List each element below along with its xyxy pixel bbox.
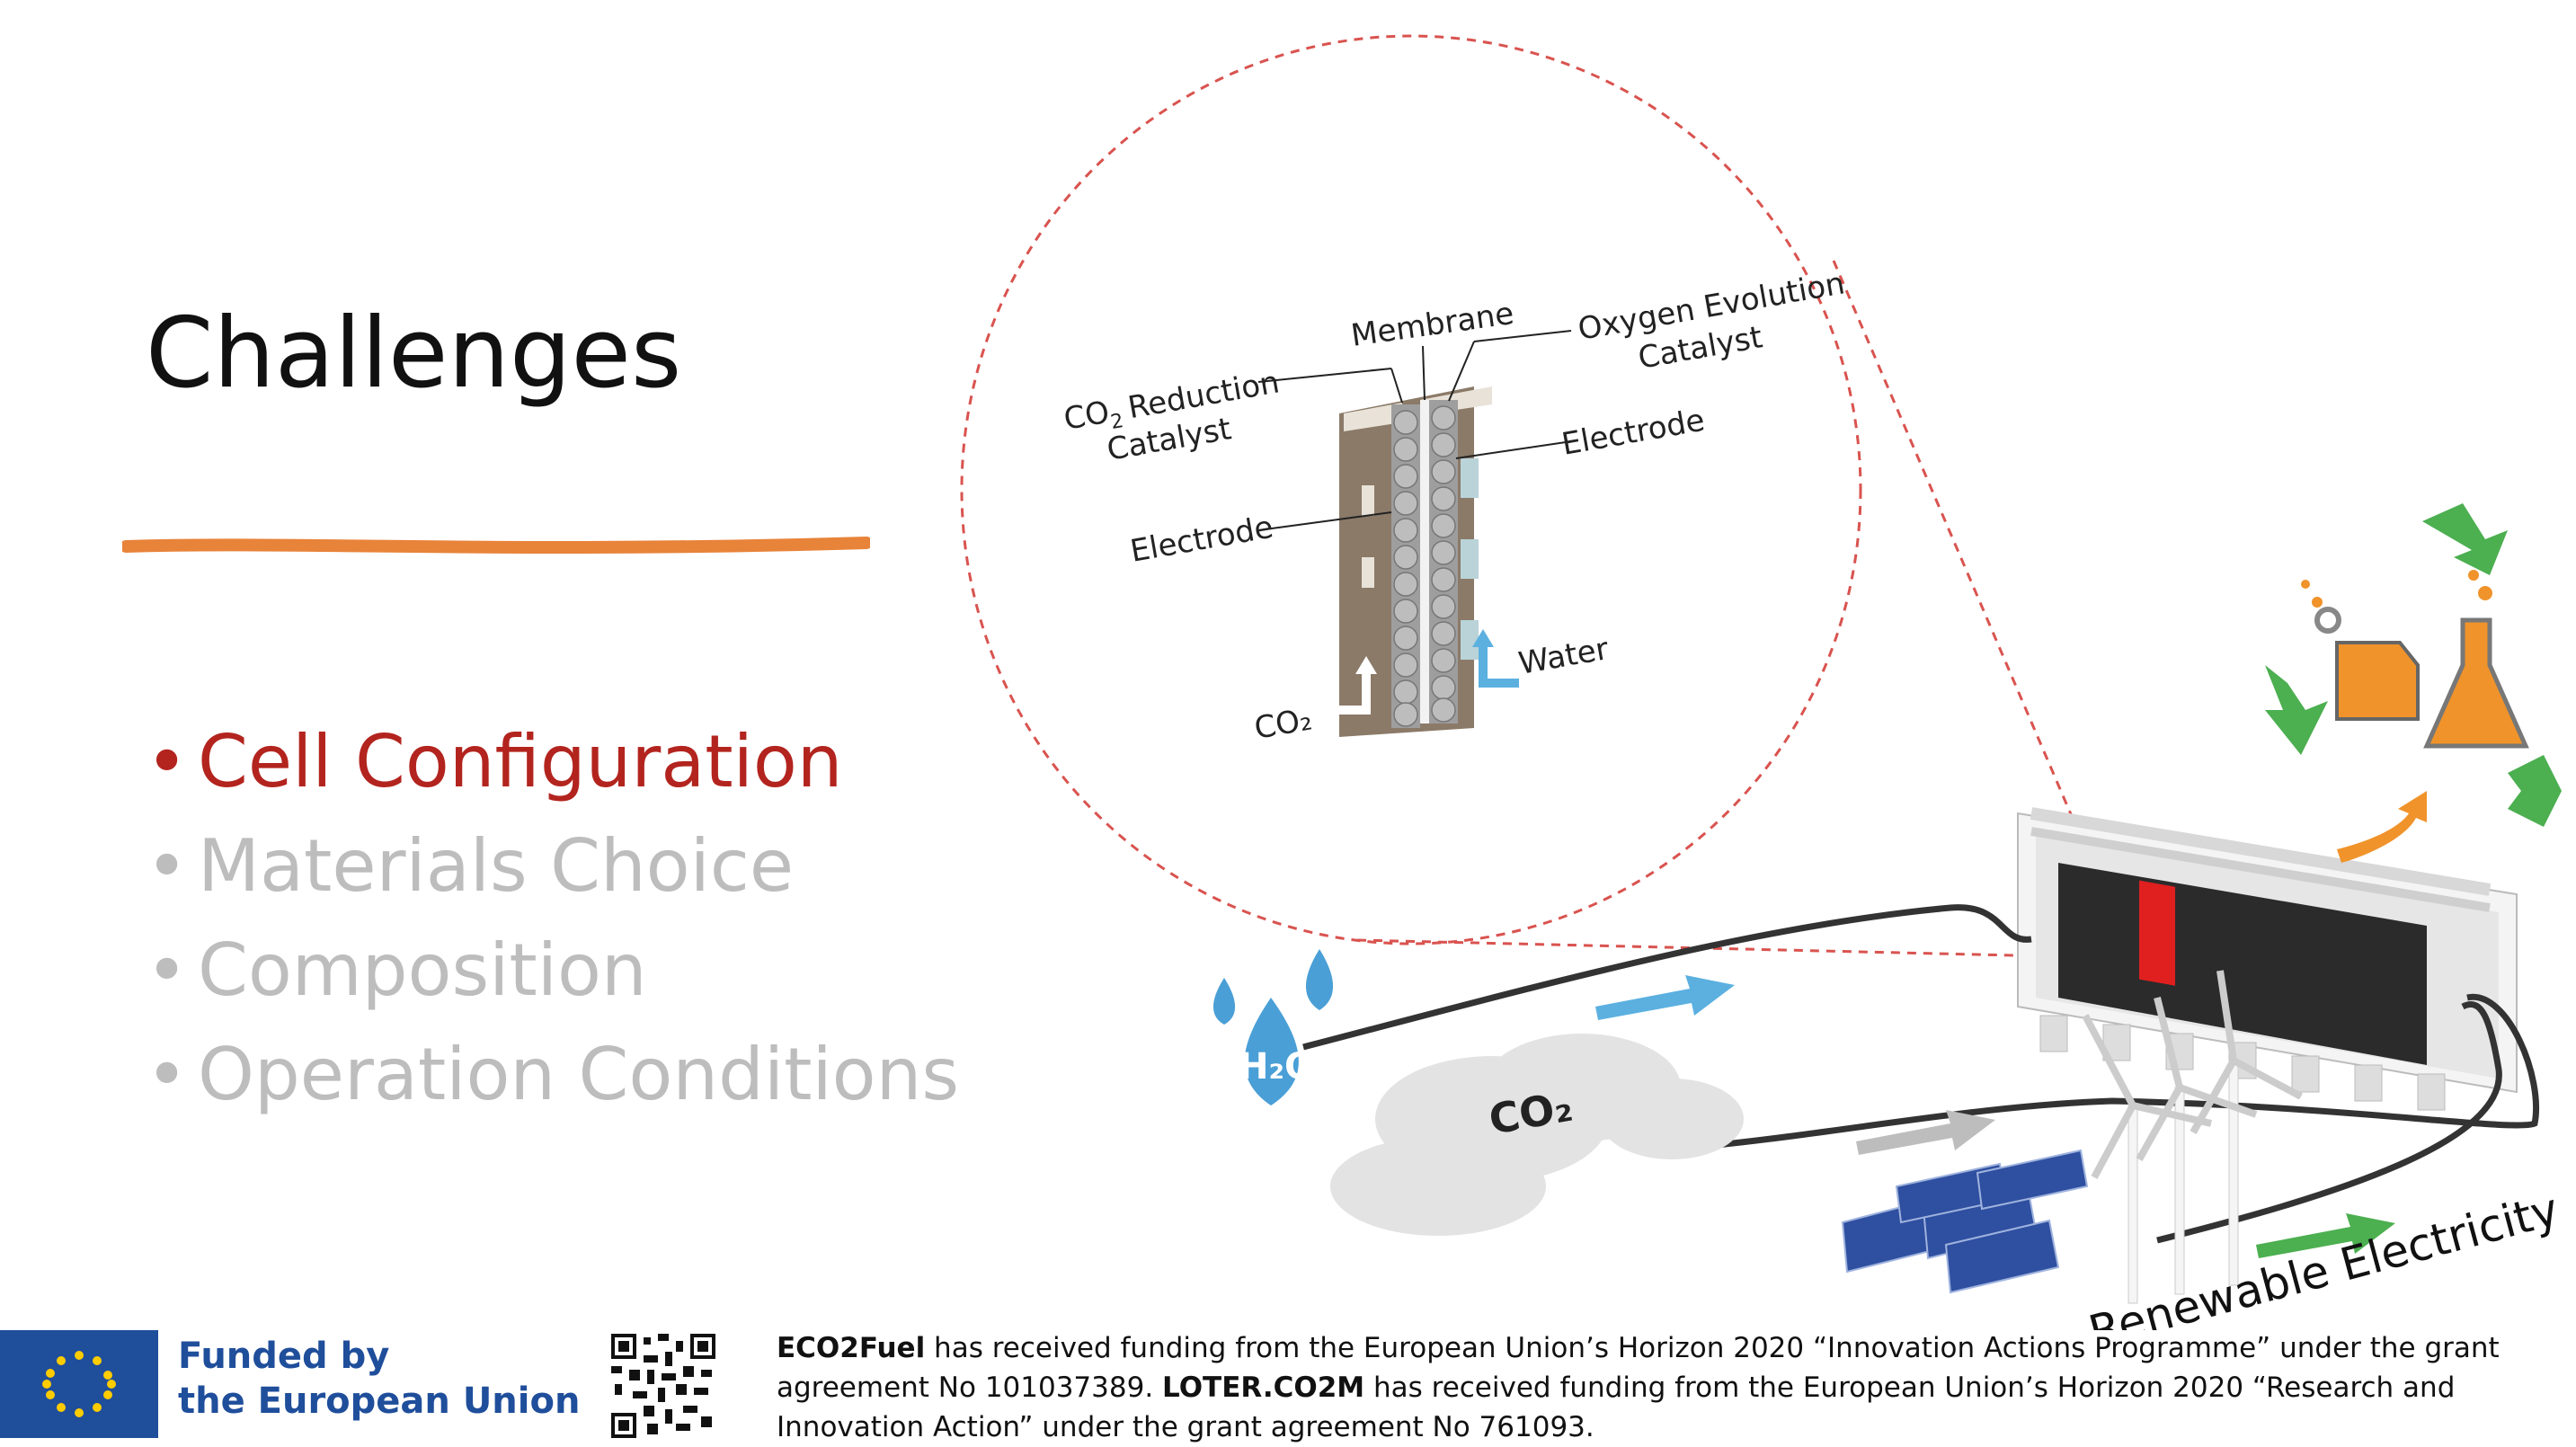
arrow-co2 [1856, 1110, 1995, 1155]
qr-code-icon[interactable] [611, 1334, 715, 1438]
wind-turbines [2082, 970, 2303, 1304]
label-leaders [1257, 330, 1572, 531]
bullet-materials-choice: •Materials Choice [146, 824, 795, 908]
label-co2-inlet: CO₂ [1252, 701, 1315, 747]
slide-title: Challenges [146, 297, 682, 410]
arrow-product [2337, 791, 2427, 863]
label-renewable-electricity: Renewable Electricity [2083, 1183, 2564, 1330]
label-electrode-left: Electrode [1128, 510, 1276, 570]
eu-funding-label: Funded by the European Union [178, 1336, 581, 1422]
zoom-line-lower [1356, 938, 2131, 960]
co2-clouds [1330, 1034, 1744, 1236]
recycle-arrows-icon [2265, 503, 2562, 827]
co2-electrolysis-diagram: Membrane Oxygen Evolution Catalyst CO2Re… [960, 34, 2564, 1330]
solar-panels [1841, 1149, 2089, 1294]
bullet-operation-conditions: •Operation Conditions [146, 1033, 959, 1116]
label-electrode-right: Electrode [1559, 403, 1708, 463]
arrow-water [1595, 975, 1735, 1020]
funding-statement: ECO2Fuel has received funding from the E… [777, 1332, 2500, 1443]
pipes [1302, 904, 2539, 1244]
label-h2o: H₂O [1239, 1046, 1315, 1087]
zoom-circle [960, 34, 1862, 945]
arrow-electricity [2256, 1213, 2395, 1258]
flask-icon [2423, 570, 2529, 749]
cell-cross-section [1321, 386, 1519, 737]
title-underline [122, 537, 870, 555]
label-membrane: Membrane [1349, 296, 1516, 354]
zoom-line-upper [1832, 260, 2132, 954]
bullet-composition: •Composition [146, 928, 647, 1012]
bullet-list: •Cell Configuration •Materials Choice •C… [146, 710, 959, 1127]
fuel-canister-icon [2301, 580, 2420, 721]
electrolyzer-stack [2017, 807, 2518, 1111]
water-drops [1212, 949, 1334, 1105]
eu-flag-icon [0, 1330, 158, 1438]
bullet-cell-configuration: •Cell Configuration [146, 720, 843, 803]
label-water: Water [1516, 631, 1612, 682]
